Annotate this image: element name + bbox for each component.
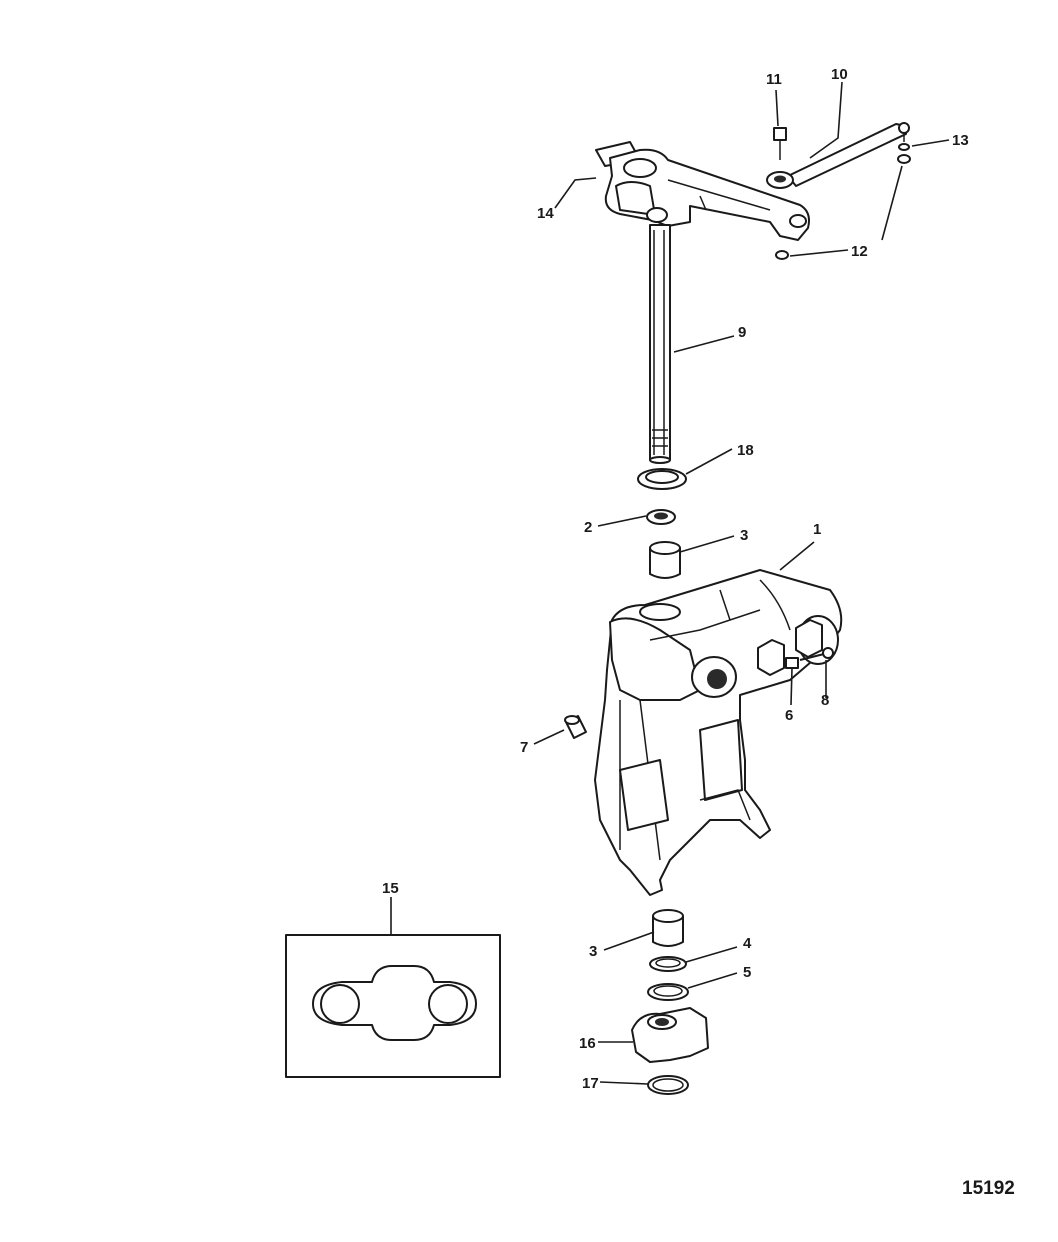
bolt-part-11 [773,127,787,160]
seal-part-2 [646,509,676,525]
steering-yoke-part-14 [595,141,810,241]
nut-part-12-lower [775,250,789,260]
screw-part-6 [785,657,799,669]
screw-part-8 [799,647,834,661]
ring-part-17 [647,1075,689,1095]
callout-7: 7 [520,739,528,756]
callout-3-lower: 3 [589,943,597,960]
callout-4: 4 [743,935,752,952]
washer-part-18 [637,468,687,490]
callout-5: 5 [743,964,751,981]
callout-17: 17 [582,1075,599,1092]
callout-1: 1 [813,521,821,538]
callout-12: 12 [851,243,868,260]
callout-18: 18 [737,442,754,459]
callout-8: 8 [821,692,829,709]
callout-9: 9 [738,324,746,341]
callout-6: 6 [785,707,793,724]
plug-part-7 [564,715,587,739]
washer-part-4 [649,956,687,972]
callout-3-upper: 3 [740,527,748,544]
bushing-part-3-upper [649,541,681,579]
callout-15: 15 [382,880,399,897]
nut-part-12-upper [897,154,911,164]
bushing-part-3-lower [652,909,684,947]
gasket-detail-part-15 [285,934,501,1078]
link-rod-end-nut [766,171,794,189]
callout-16: 16 [579,1035,596,1052]
callout-14: 14 [537,205,554,222]
leader-lines [390,81,950,1085]
callout-13: 13 [952,132,969,149]
swivel-bracket-part-1 [594,569,843,896]
steering-shaft-part-9 [649,224,671,464]
callouts: 1 2 3 3 4 5 6 7 8 9 10 11 12 13 14 15 16… [382,66,969,1092]
callout-10: 10 [831,66,848,83]
steering-link-rod-part-10 [787,122,910,187]
washer-part-13 [898,143,910,151]
steering-arm-part-16 [631,1007,709,1063]
callout-11: 11 [766,71,782,88]
figure-number: 15192 [962,1178,1015,1199]
callout-2: 2 [584,519,592,536]
washer-part-5 [647,983,689,1001]
